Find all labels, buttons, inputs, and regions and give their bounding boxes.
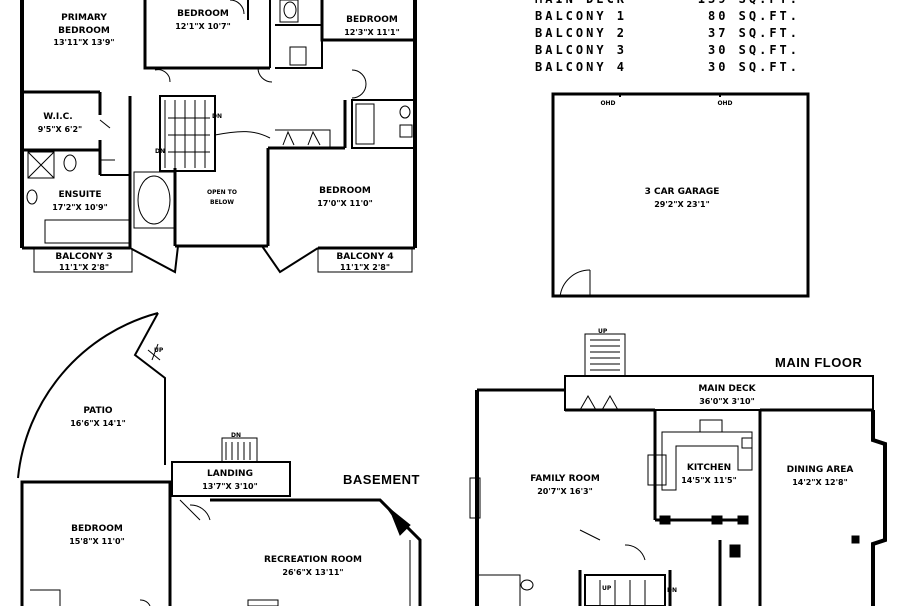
balcony-3-label: BALCONY 3 bbox=[55, 252, 112, 262]
garage-plan bbox=[551, 92, 810, 298]
area-name-5: BALCONY 4 bbox=[535, 60, 627, 74]
garage-dims: 29'2"X 23'1" bbox=[654, 200, 710, 209]
dining-area-dims: 14'2"X 12'8" bbox=[792, 478, 848, 487]
upper-floor-plan bbox=[20, 0, 417, 274]
patio-up-label: UP bbox=[154, 347, 164, 354]
main-stair-up-label: UP bbox=[602, 585, 612, 592]
area-name-4: BALCONY 3 bbox=[535, 43, 627, 57]
stair-dn-label-1: DN bbox=[212, 113, 222, 120]
area-value-3: 37 SQ.FT. bbox=[708, 26, 800, 40]
main-deck-label: MAIN DECK bbox=[698, 384, 756, 394]
recreation-room-label: RECREATION ROOM bbox=[264, 555, 362, 565]
wic-label: W.I.C. bbox=[43, 112, 72, 122]
landing-dims: 13'7"X 3'10" bbox=[202, 482, 258, 491]
bedroom-3-label: BEDROOM bbox=[346, 15, 398, 25]
area-value-1: 139 SQ.FT. bbox=[698, 0, 800, 6]
main-floor-plan bbox=[469, 333, 887, 606]
bedroom-4-label: BEDROOM bbox=[319, 186, 371, 196]
basement-plan bbox=[17, 312, 422, 606]
ensuite-dims: 17'2"X 10'9" bbox=[52, 203, 108, 212]
deck-up-label: UP bbox=[598, 328, 608, 335]
garage-ohd-2: OHD bbox=[717, 100, 732, 107]
main-stair-dn-label: DN bbox=[667, 587, 677, 594]
garage-ohd-1: OHD bbox=[600, 100, 615, 107]
bedroom-2-dims: 12'1"X 10'7" bbox=[175, 22, 231, 31]
dining-area-label: DINING AREA bbox=[787, 465, 854, 475]
basement-title: BASEMENT bbox=[343, 472, 420, 487]
patio-label: PATIO bbox=[83, 406, 113, 416]
bedroom-4-dims: 17'0"X 11'0" bbox=[317, 199, 373, 208]
patio-dims: 16'6"X 14'1" bbox=[70, 419, 126, 428]
area-value-2: 80 SQ.FT. bbox=[708, 9, 800, 23]
primary-bedroom-label-2: BEDROOM bbox=[58, 26, 110, 36]
open-to-below-label: OPEN TO bbox=[207, 189, 237, 196]
stair-dn-label-2: DN bbox=[155, 148, 165, 155]
family-room-label: FAMILY ROOM bbox=[530, 474, 600, 484]
basement-bedroom-label: BEDROOM bbox=[71, 524, 123, 534]
main-deck-dims: 36'0"X 3'10" bbox=[699, 397, 755, 406]
main-floor-title: MAIN FLOOR bbox=[775, 355, 862, 370]
bedroom-2-label: BEDROOM bbox=[177, 9, 229, 19]
balcony-4-dims: 11'1"X 2'8" bbox=[340, 263, 390, 272]
kitchen-label: KITCHEN bbox=[687, 463, 731, 473]
garage-label: 3 CAR GARAGE bbox=[645, 187, 720, 197]
ensuite-label: ENSUITE bbox=[58, 190, 101, 200]
area-name-2: BALCONY 1 bbox=[535, 9, 627, 23]
landing-label: LANDING bbox=[207, 469, 253, 479]
area-value-5: 30 SQ.FT. bbox=[708, 60, 800, 74]
balcony-3-dims: 11'1"X 2'8" bbox=[59, 263, 109, 272]
primary-bedroom-label: PRIMARY bbox=[61, 13, 107, 23]
open-to-below-label-2: BELOW bbox=[210, 199, 234, 206]
area-table: MAIN DECK 139 SQ.FT. BALCONY 1 80 SQ.FT. BAL… bbox=[535, 0, 800, 74]
bedroom-3-dims: 12'3"X 11'1" bbox=[344, 28, 400, 37]
wic-dims: 9'5"X 6'2" bbox=[38, 125, 82, 134]
area-name-3: BALCONY 2 bbox=[535, 26, 627, 40]
landing-dn-label: DN bbox=[231, 432, 241, 439]
family-room-dims: 20'7"X 16'3" bbox=[537, 487, 593, 496]
balcony-4-label: BALCONY 4 bbox=[336, 252, 393, 262]
recreation-room-dims: 26'6"X 13'11" bbox=[282, 568, 343, 577]
area-name-1: MAIN DECK bbox=[535, 0, 627, 6]
kitchen-dims: 14'5"X 11'5" bbox=[681, 476, 737, 485]
primary-bedroom-dims: 13'11"X 13'9" bbox=[53, 38, 114, 47]
area-value-4: 30 SQ.FT. bbox=[708, 43, 800, 57]
basement-bedroom-dims: 15'8"X 11'0" bbox=[69, 537, 125, 546]
